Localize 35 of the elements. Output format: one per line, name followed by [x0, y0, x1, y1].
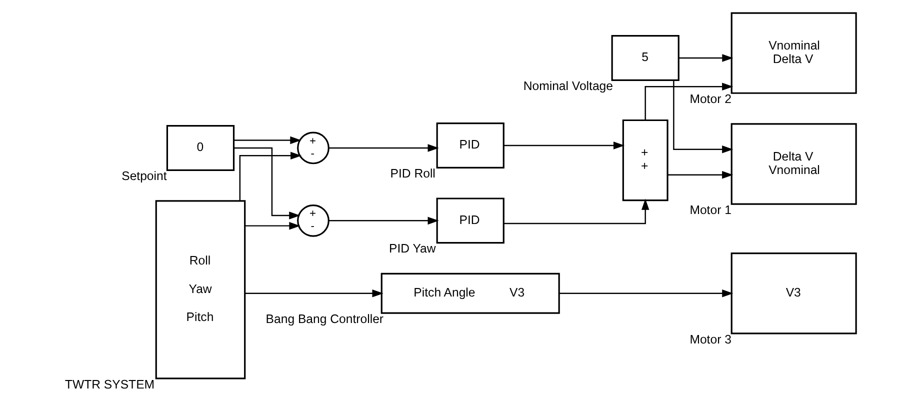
arrow — [244, 290, 383, 298]
node-label: PID Yaw — [388, 242, 436, 256]
arrow — [244, 222, 300, 230]
node-box: Delta V Vnominal — [730, 123, 856, 205]
node-label: Motor 3 — [689, 332, 731, 346]
arrow — [667, 170, 733, 179]
node-label: TWTR SYSTEM — [64, 377, 154, 392]
arrow — [234, 147, 300, 220]
arrow — [558, 290, 733, 298]
arrow — [678, 54, 733, 62]
arrow — [328, 144, 438, 152]
node-box: PID — [436, 198, 504, 244]
arrow — [238, 152, 302, 201]
node-label: Motor 1 — [689, 202, 731, 217]
node-box: Pitch Angle V3 — [380, 272, 560, 314]
node-box: + + — [622, 119, 668, 202]
arrow — [503, 198, 649, 224]
node-box: V3 — [730, 252, 856, 334]
arrow — [503, 142, 624, 150]
node-box: PID — [436, 122, 504, 168]
arrow — [328, 216, 438, 225]
arrow — [234, 136, 301, 144]
node-circle: + - — [296, 204, 329, 237]
node-box: Roll Yaw Pitch — [154, 200, 246, 380]
node-label: Bang Bang Controller — [265, 312, 384, 326]
node-box: 5 — [610, 35, 679, 81]
node-label: Nominal Voltage — [522, 79, 613, 94]
node-label: Motor 2 — [689, 92, 731, 106]
node-label: Setpoint — [121, 169, 166, 184]
arrow — [672, 80, 733, 154]
node-label: PID Roll — [390, 166, 435, 181]
node-box: Vnominal Delta V — [730, 12, 856, 94]
node-circle: + - — [296, 132, 329, 164]
node-box: 0 — [166, 125, 234, 171]
arrow — [644, 82, 733, 120]
